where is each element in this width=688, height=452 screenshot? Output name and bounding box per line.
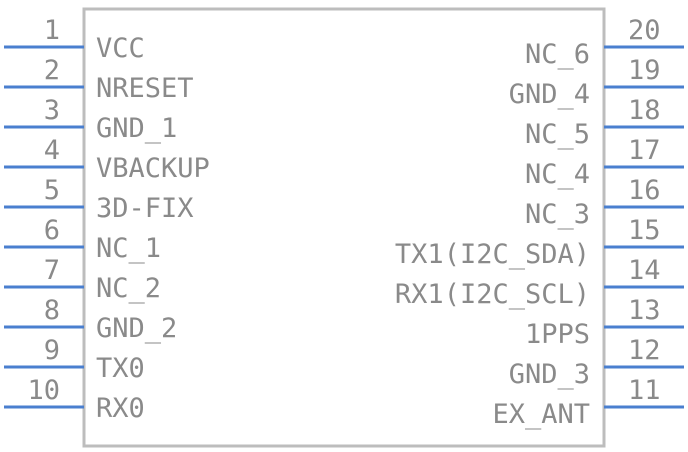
pin-number-19: 19 (628, 55, 661, 86)
pin-label-10: RX0 (96, 393, 145, 424)
pin-number-15: 15 (628, 215, 661, 246)
pin-label-7: NC_2 (96, 273, 161, 304)
pin-number-18: 18 (628, 95, 661, 126)
pin-label-9: TX0 (96, 353, 145, 384)
pin-number-5: 5 (44, 175, 60, 206)
pin-number-2: 2 (44, 55, 60, 86)
pin-number-1: 1 (44, 15, 60, 46)
pin-label-4: VBACKUP (96, 153, 210, 184)
pin-label-1: VCC (96, 33, 145, 64)
pin-label-20: NC_6 (525, 39, 590, 70)
pin-label-12: GND_3 (509, 359, 590, 390)
pin-number-11: 11 (628, 375, 661, 406)
pin-label-6: NC_1 (96, 233, 161, 264)
pin-number-9: 9 (44, 335, 60, 366)
pin-label-3: GND_1 (96, 113, 177, 144)
pin-label-11: EX_ANT (492, 399, 590, 430)
pin-number-13: 13 (628, 295, 661, 326)
pin-label-17: NC_4 (525, 159, 590, 190)
pin-number-12: 12 (628, 335, 661, 366)
pin-number-16: 16 (628, 175, 661, 206)
pin-label-16: NC_3 (525, 199, 590, 230)
pin-number-6: 6 (44, 215, 60, 246)
pin-label-18: NC_5 (525, 119, 590, 150)
pin-number-7: 7 (44, 255, 60, 286)
pin-number-17: 17 (628, 135, 661, 166)
ic-body-outline (82, 7, 606, 448)
pin-number-8: 8 (44, 295, 60, 326)
pin-number-14: 14 (628, 255, 661, 286)
pin-label-15: TX1(I2C_SDA) (395, 239, 590, 270)
pin-number-4: 4 (44, 135, 60, 166)
pin-label-5: 3D-FIX (96, 193, 194, 224)
pin-label-13: 1PPS (525, 319, 590, 350)
pin-label-14: RX1(I2C_SCL) (395, 279, 590, 310)
pin-number-10: 10 (27, 375, 60, 406)
pin-number-3: 3 (44, 95, 60, 126)
pin-number-20: 20 (628, 15, 661, 46)
pin-label-2: NRESET (96, 73, 194, 104)
pin-label-8: GND_2 (96, 313, 177, 344)
pin-label-19: GND_4 (509, 79, 590, 110)
